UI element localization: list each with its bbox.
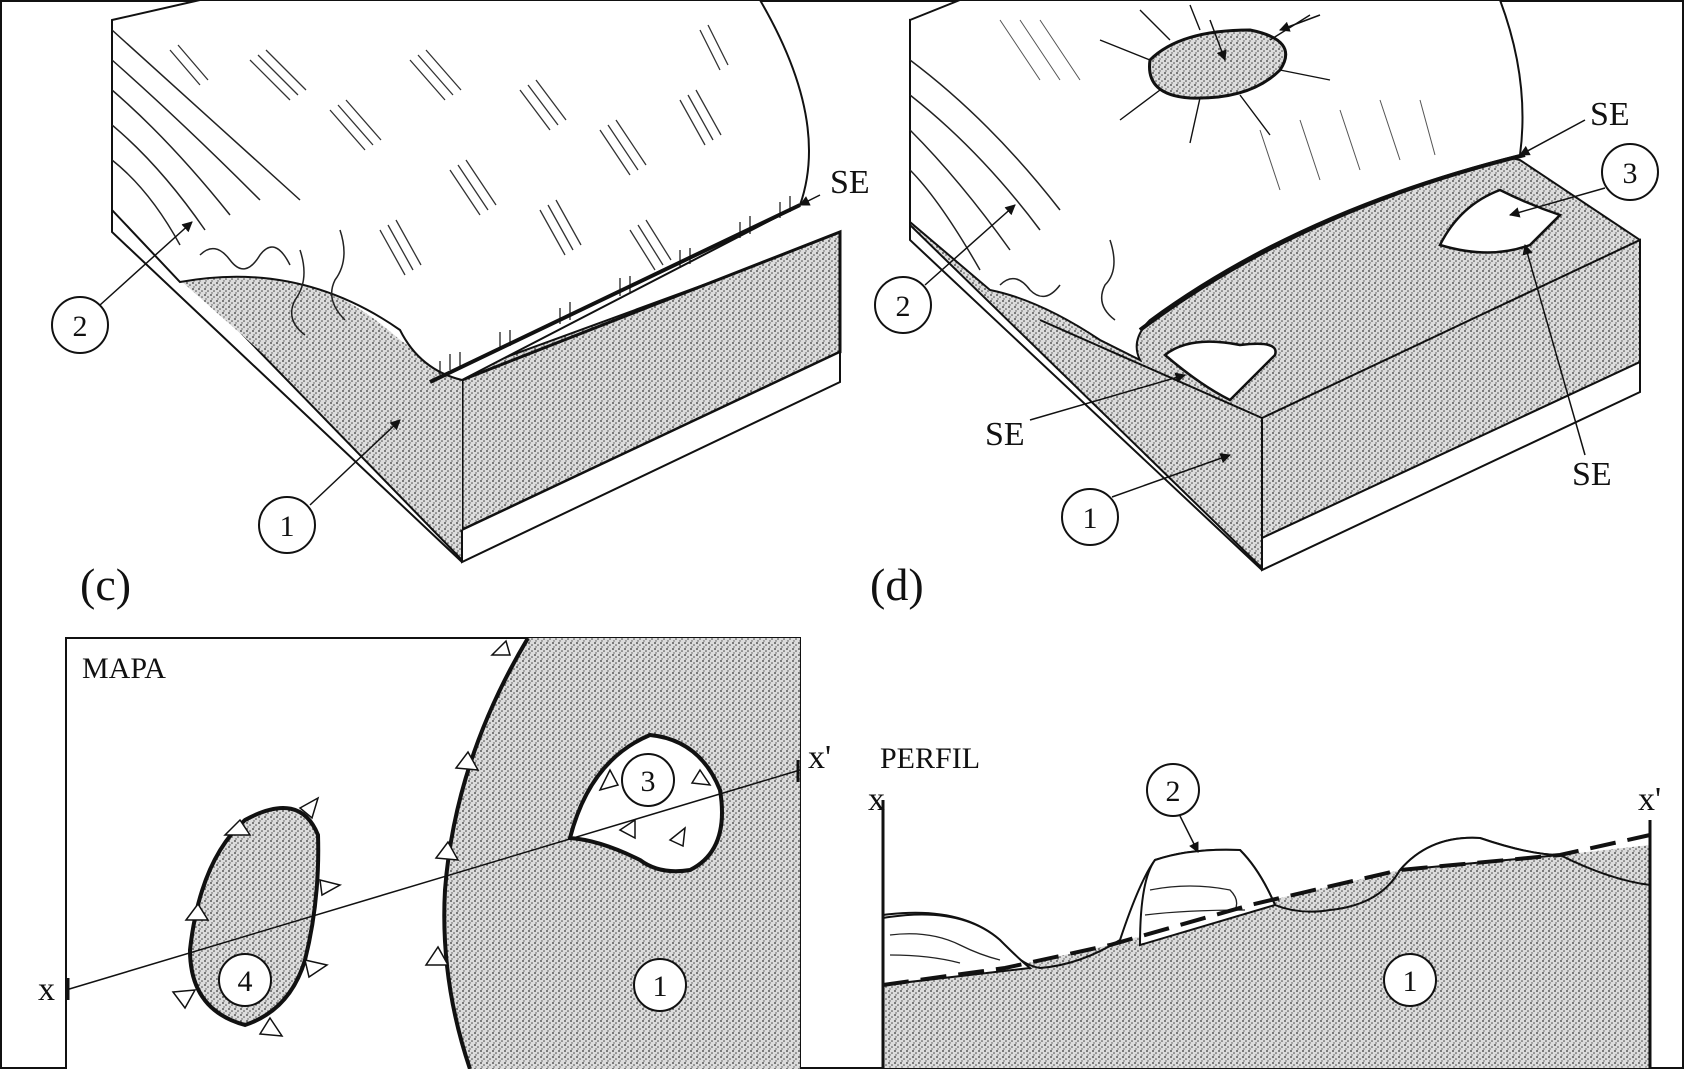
label-se-c: SE bbox=[830, 164, 870, 201]
panel-label-c: (c) bbox=[80, 559, 131, 610]
label-se-d-right: SE bbox=[1572, 456, 1612, 493]
profile-callout-2 bbox=[1146, 763, 1200, 817]
map-callout-4-number: 4 bbox=[238, 965, 253, 998]
map-title: MAPA bbox=[82, 652, 166, 685]
callout-1-c bbox=[258, 496, 316, 554]
map-callout-1-number: 1 bbox=[653, 970, 668, 1003]
profile-callout-2-number: 2 bbox=[1166, 775, 1181, 808]
profile-panel bbox=[881, 800, 1652, 1069]
label-se-d-top: SE bbox=[1590, 96, 1630, 133]
profile-callout-1 bbox=[1383, 953, 1437, 1007]
profile-title: PERFIL bbox=[880, 742, 980, 775]
map-callout-1 bbox=[633, 958, 687, 1012]
callout-2-c bbox=[51, 296, 109, 354]
block-diagram-d bbox=[909, 0, 1641, 572]
map-callout-3 bbox=[621, 753, 675, 807]
panel-label-d: (d) bbox=[870, 559, 924, 610]
map-callout-4 bbox=[218, 953, 272, 1007]
profile-x-start: x bbox=[868, 781, 885, 818]
profile-x-end: x' bbox=[1638, 781, 1661, 818]
map-x-start: x bbox=[38, 971, 55, 1008]
label-se-d-left: SE bbox=[985, 416, 1025, 453]
map-callout-3-number: 3 bbox=[641, 765, 656, 798]
callout-1-d-number: 1 bbox=[1083, 502, 1098, 535]
outcrop-3-d bbox=[1438, 188, 1563, 254]
callout-2-d-number: 2 bbox=[896, 290, 911, 323]
callout-3-d-number: 3 bbox=[1623, 157, 1638, 190]
outcrop-se-d bbox=[1163, 340, 1277, 402]
callout-1-d bbox=[1061, 488, 1119, 546]
cover-surface-d bbox=[909, 0, 1524, 363]
callout-1-c-number: 1 bbox=[280, 510, 295, 543]
callout-2-d bbox=[874, 276, 932, 334]
profile-callout-1-number: 1 bbox=[1403, 965, 1418, 998]
map-panel bbox=[65, 636, 801, 1069]
map-x-end: x' bbox=[808, 739, 831, 776]
callout-3-d bbox=[1601, 143, 1659, 201]
callout-2-c-number: 2 bbox=[73, 310, 88, 343]
block-diagram-c bbox=[111, 0, 842, 564]
